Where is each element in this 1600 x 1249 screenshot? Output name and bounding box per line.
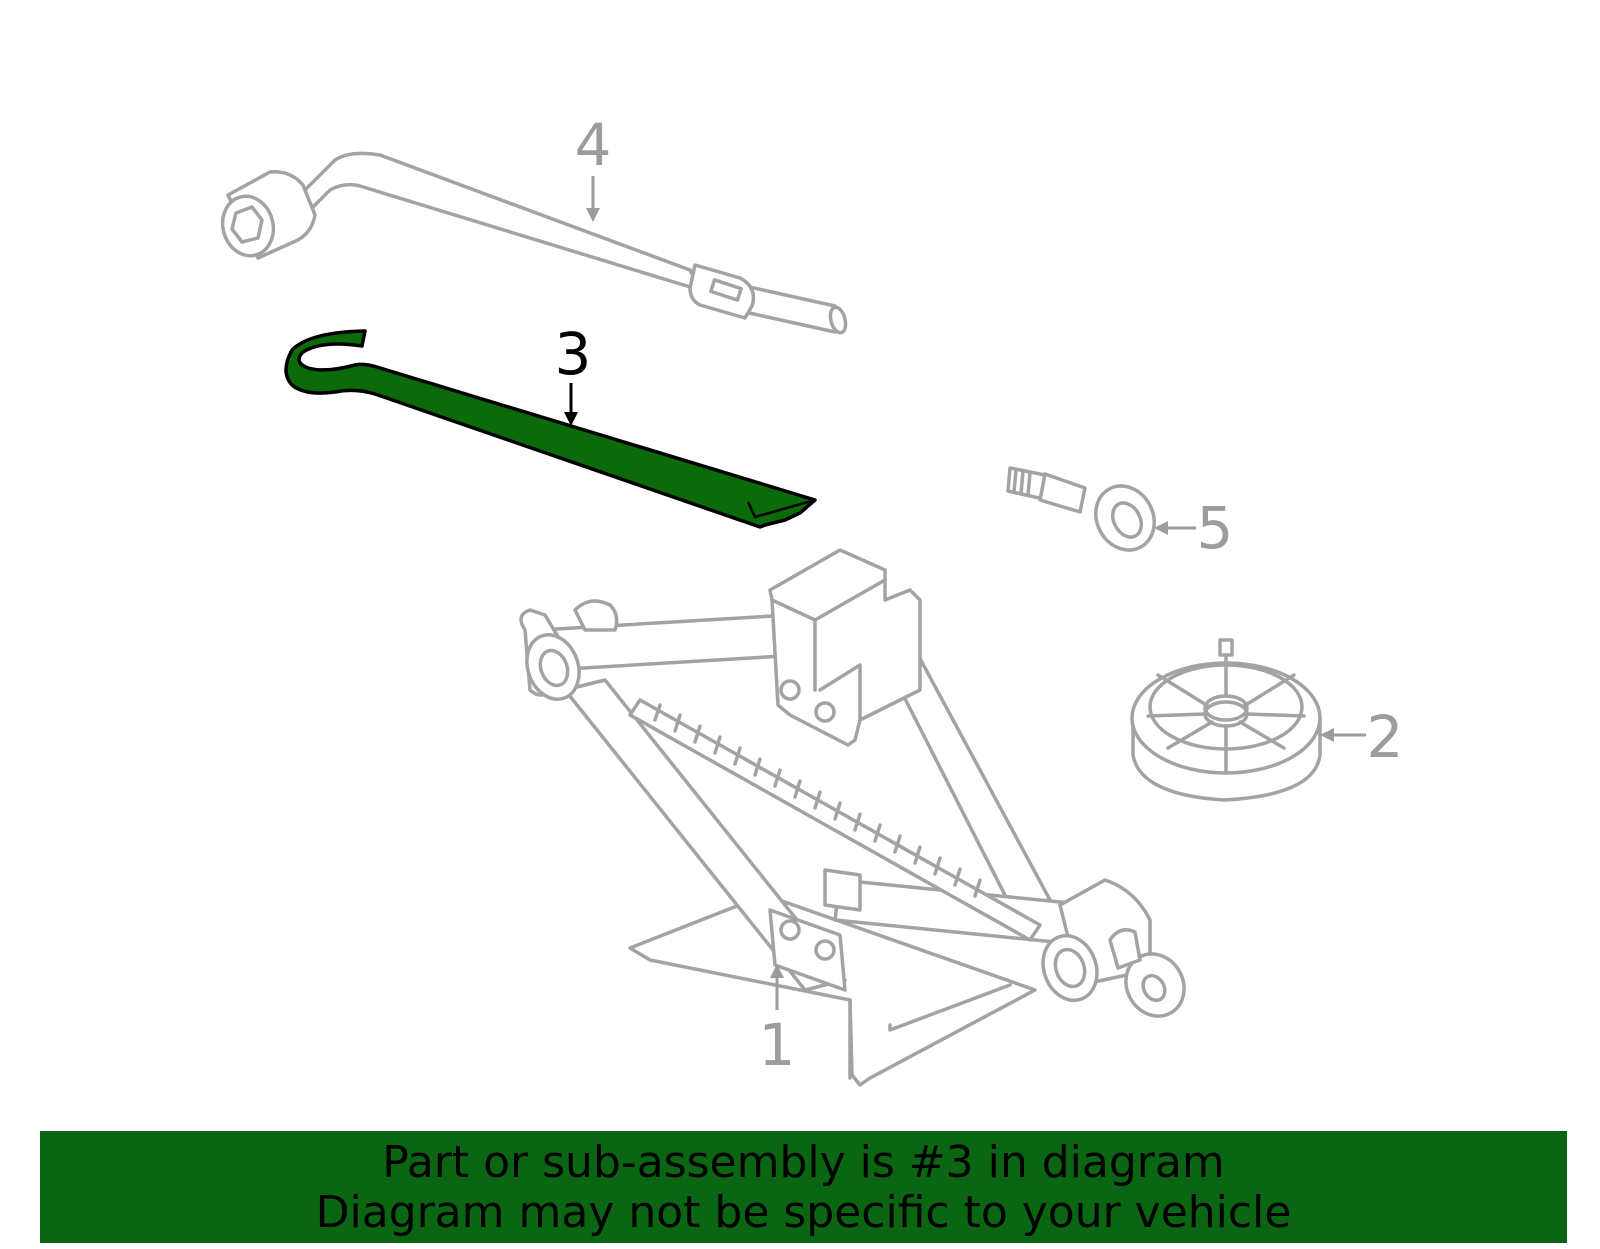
arrowhead-5: [1154, 521, 1168, 535]
callout-1: 1: [759, 964, 796, 1079]
lug-wrench-part[interactable]: [216, 151, 848, 335]
arrowhead-4: [586, 208, 600, 222]
callout-number-2: 2: [1367, 703, 1404, 771]
callout-4: 4: [575, 111, 612, 222]
arrowhead-3: [564, 412, 578, 426]
tow-hook-part[interactable]: [1006, 466, 1165, 560]
callout-5: 5: [1154, 494, 1233, 562]
wheel-chock-part[interactable]: [1130, 638, 1322, 802]
callout-number-5: 5: [1197, 494, 1234, 562]
arrowhead-2: [1320, 728, 1334, 742]
callout-number-3: 3: [555, 320, 592, 388]
callout-number-4: 4: [575, 111, 612, 179]
arrowhead-1: [770, 964, 784, 978]
callout-number-1: 1: [759, 1011, 796, 1079]
jack-handle-part[interactable]: [284, 329, 817, 529]
banner-line-disclaimer: Diagram may not be specific to your vehi…: [315, 1187, 1292, 1238]
callout-3: 3: [555, 320, 592, 426]
banner-line-part-number: Part or sub-assembly is #3 in diagram: [382, 1137, 1225, 1188]
scissor-jack-part[interactable]: [518, 548, 1195, 1087]
info-banner: Part or sub-assembly is #3 in diagram Di…: [40, 1131, 1567, 1243]
callout-2: 2: [1320, 703, 1403, 771]
